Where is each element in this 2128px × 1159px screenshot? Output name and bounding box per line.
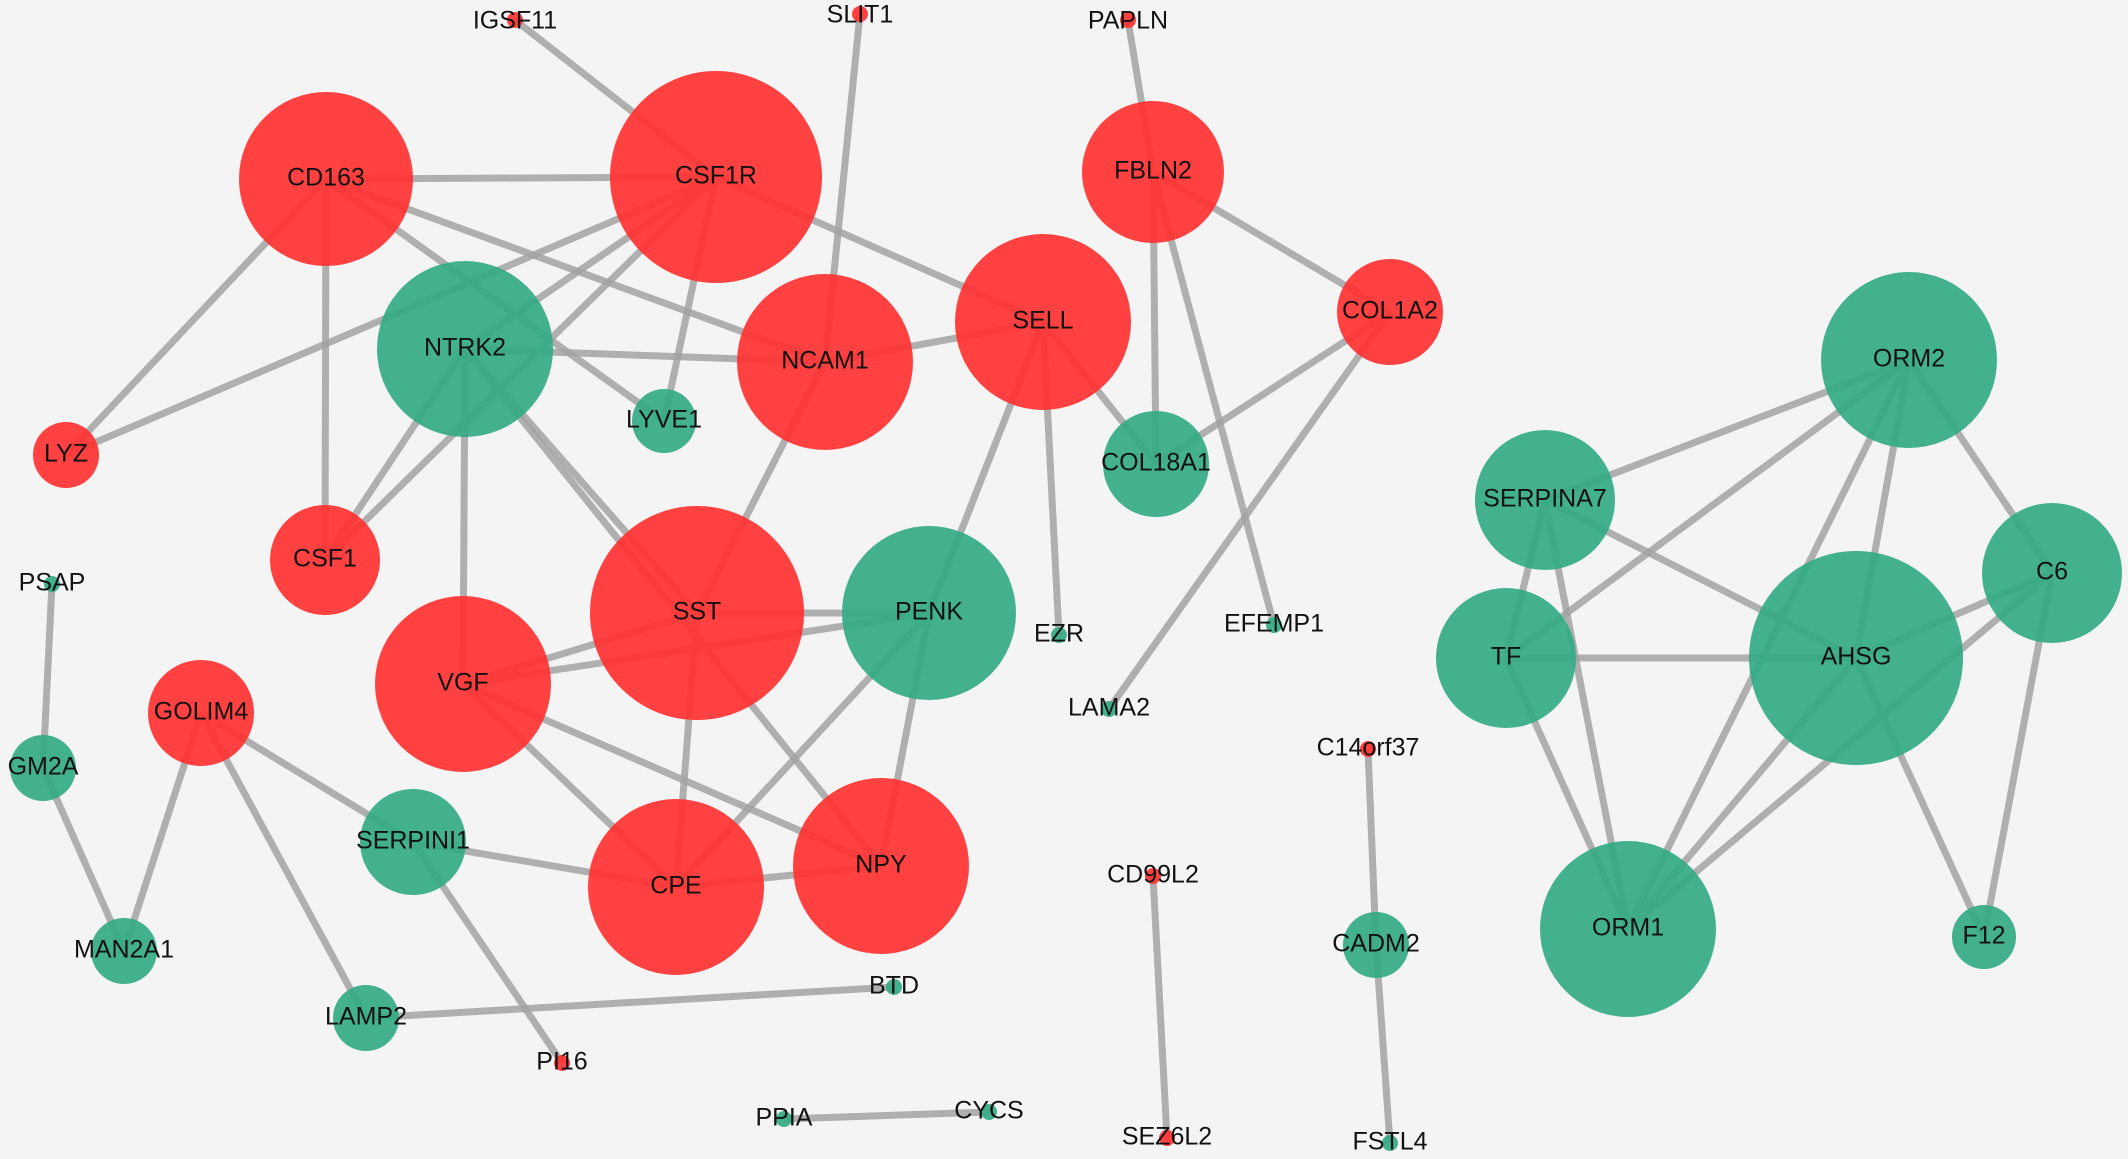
node-label-c6: C6 — [2036, 558, 2068, 586]
node-gm2a[interactable] — [10, 735, 76, 801]
node-lama2[interactable] — [1101, 701, 1117, 717]
node-label-col18a1: COL18A1 — [1101, 449, 1211, 477]
node-npy[interactable] — [793, 778, 969, 954]
node-label-csf1r: CSF1R — [675, 162, 757, 190]
node-label-fbln2: FBLN2 — [1114, 157, 1192, 185]
node-cd99l2[interactable] — [1145, 868, 1161, 884]
node-label-sell: SELL — [1012, 307, 1073, 335]
node-f12[interactable] — [1952, 905, 2016, 969]
node-label-vgf: VGF — [437, 669, 488, 697]
node-label-c14orf37: C14orf37 — [1317, 734, 1420, 762]
node-papln[interactable] — [1120, 12, 1136, 28]
node-cd163[interactable] — [239, 92, 413, 266]
node-label-efemp1: EFEMP1 — [1224, 610, 1324, 638]
node-slit1[interactable] — [852, 6, 868, 22]
node-tf[interactable] — [1436, 588, 1576, 728]
node-label-penk: PENK — [895, 598, 963, 626]
node-lamp2[interactable] — [333, 985, 399, 1051]
node-label-cd163: CD163 — [287, 164, 365, 192]
node-sell[interactable] — [955, 234, 1131, 410]
node-label-slit1: SLIT1 — [827, 1, 894, 29]
node-orm1[interactable] — [1540, 841, 1716, 1017]
node-label-npy: NPY — [855, 851, 907, 879]
node-label-sez6l2: SEZ6L2 — [1122, 1123, 1212, 1151]
node-cycs[interactable] — [981, 1104, 997, 1120]
node-ntrk2[interactable] — [377, 261, 553, 437]
node-col18a1[interactable] — [1103, 411, 1209, 517]
node-vgf[interactable] — [375, 596, 551, 772]
node-label-orm1: ORM1 — [1592, 914, 1664, 942]
node-label-ntrk2: NTRK2 — [424, 334, 506, 362]
node-cadm2[interactable] — [1343, 912, 1409, 978]
node-label-col1a2: COL1A2 — [1342, 297, 1438, 325]
node-label-lyz: LYZ — [44, 440, 88, 468]
node-label-psap: PSAP — [19, 569, 86, 597]
node-igsf11[interactable] — [507, 12, 523, 28]
node-lyz[interactable] — [33, 422, 99, 488]
node-ncam1[interactable] — [737, 274, 913, 450]
node-label-papln: PAPLN — [1088, 7, 1168, 35]
node-ppia[interactable] — [776, 1111, 792, 1127]
node-csf1[interactable] — [270, 505, 380, 615]
edge-gm2a-man2a1 — [39, 766, 128, 953]
node-label-ezr: EZR — [1034, 620, 1084, 648]
node-label-serpina7: SERPINA7 — [1483, 485, 1607, 513]
node-label-lamp2: LAMP2 — [325, 1003, 407, 1031]
node-label-gm2a: GM2A — [8, 753, 79, 781]
node-label-man2a1: MAN2A1 — [74, 936, 174, 964]
node-cpe[interactable] — [588, 799, 764, 975]
node-sst[interactable] — [590, 506, 804, 720]
node-label-ahsg: AHSG — [1821, 643, 1892, 671]
node-label-lama2: LAMA2 — [1068, 694, 1150, 722]
node-c6[interactable] — [1982, 503, 2122, 643]
node-ahsg[interactable] — [1749, 551, 1963, 765]
node-lyve1[interactable] — [632, 389, 696, 453]
node-pi16[interactable] — [554, 1055, 570, 1071]
node-orm2[interactable] — [1821, 272, 1997, 448]
node-label-serpini1: SERPINI1 — [356, 827, 470, 855]
edge-golim4-lamp2 — [197, 711, 370, 1020]
node-label-lyve1: LYVE1 — [626, 406, 702, 434]
node-golim4[interactable] — [148, 660, 254, 766]
node-sez6l2[interactable] — [1159, 1130, 1175, 1146]
node-btd[interactable] — [886, 979, 902, 995]
node-label-cd99l2: CD99L2 — [1107, 861, 1199, 889]
node-label-btd: BTD — [869, 972, 919, 1000]
node-label-ncam1: NCAM1 — [781, 347, 869, 375]
node-label-golim4: GOLIM4 — [154, 698, 249, 726]
node-label-pi16: PI16 — [536, 1048, 587, 1076]
node-label-tf: TF — [1491, 643, 1522, 671]
node-fstl4[interactable] — [1382, 1135, 1398, 1151]
node-label-csf1: CSF1 — [293, 545, 357, 573]
edge-col1a2-lama2 — [1106, 309, 1393, 712]
node-ezr[interactable] — [1051, 627, 1067, 643]
node-efemp1[interactable] — [1266, 617, 1282, 633]
node-col1a2[interactable] — [1337, 259, 1443, 365]
node-label-fstl4: FSTL4 — [1352, 1128, 1427, 1156]
edge-lamp2-btd — [365, 983, 895, 1022]
node-label-f12: F12 — [1962, 922, 2005, 950]
node-label-ppia: PPIA — [756, 1104, 813, 1132]
node-label-sst: SST — [673, 598, 722, 626]
node-label-cpe: CPE — [650, 872, 701, 900]
edge-fbln2-efemp1 — [1149, 171, 1278, 626]
node-man2a1[interactable] — [91, 918, 157, 984]
node-fbln2[interactable] — [1082, 101, 1224, 243]
node-serpina7[interactable] — [1475, 430, 1615, 570]
node-psap[interactable] — [44, 576, 60, 592]
edge-cd99l2-sez6l2 — [1149, 875, 1171, 1139]
node-penk[interactable] — [842, 526, 1016, 700]
node-csf1r[interactable] — [610, 71, 822, 283]
node-label-cadm2: CADM2 — [1332, 930, 1420, 958]
node-label-igsf11: IGSF11 — [473, 7, 557, 35]
node-label-cycs: CYCS — [954, 1097, 1023, 1125]
node-c14orf37[interactable] — [1360, 741, 1376, 757]
edge-cadm2-fstl4 — [1372, 944, 1394, 1144]
edge-ppia-cycs — [783, 1108, 990, 1123]
node-serpini1[interactable] — [360, 789, 466, 895]
node-layer — [10, 6, 2122, 1151]
node-label-orm2: ORM2 — [1873, 345, 1945, 373]
